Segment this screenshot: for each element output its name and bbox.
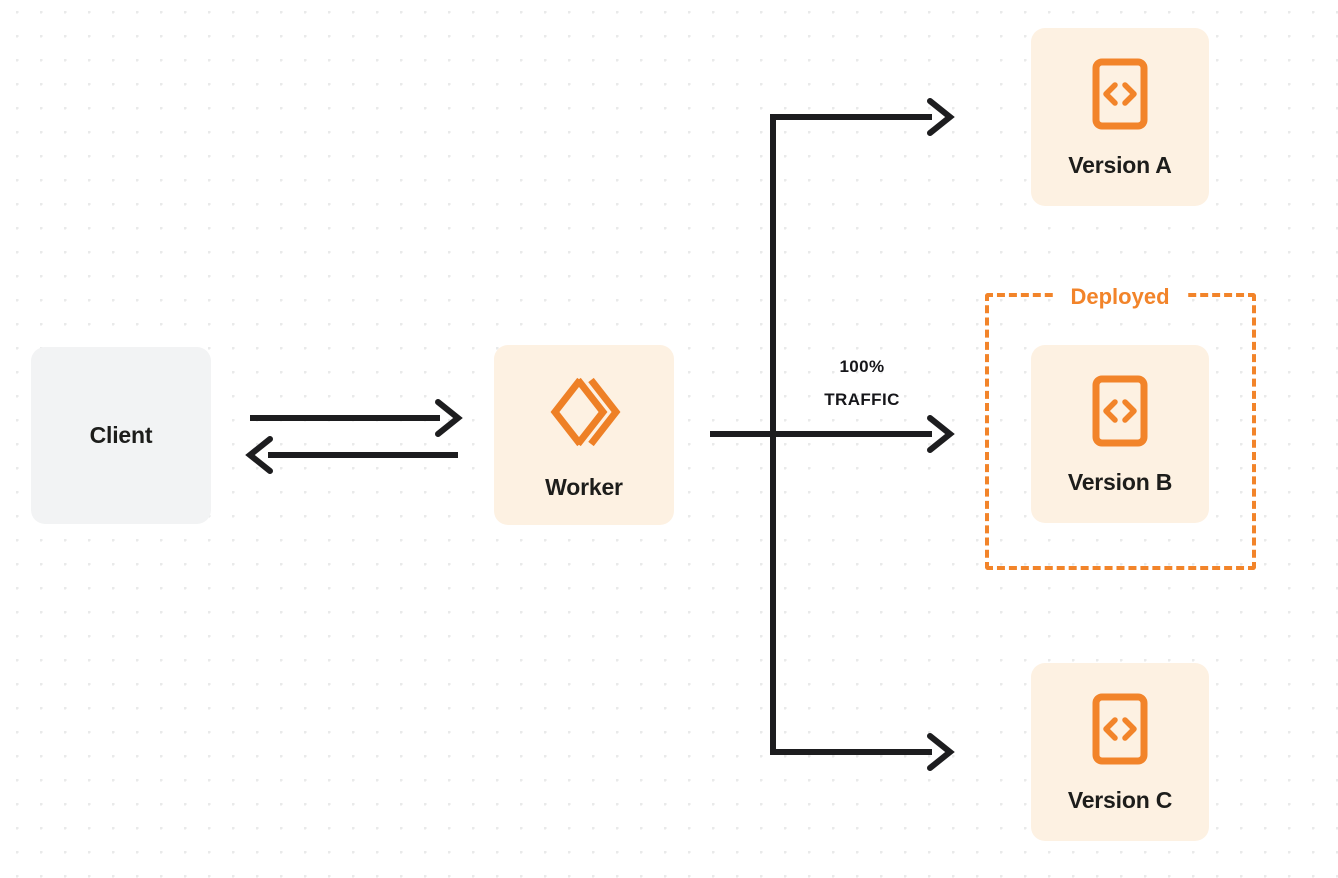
arrow-worker-to-version-c	[770, 733, 955, 771]
traffic-percent: 100%	[839, 357, 885, 376]
arrow-worker-to-version-a	[770, 98, 955, 136]
version-b-node[interactable]: Version B	[1031, 345, 1209, 523]
worker-label: Worker	[545, 473, 623, 500]
version-b-label: Version B	[1067, 469, 1173, 495]
client-node[interactable]: Client	[31, 347, 211, 524]
code-file-icon	[1091, 692, 1149, 771]
version-a-node[interactable]: Version A	[1031, 28, 1209, 206]
worker-node[interactable]: Worker	[494, 345, 674, 525]
code-file-icon	[1091, 57, 1149, 136]
version-c-node[interactable]: Version C	[1031, 663, 1209, 841]
cloudflare-workers-logo-icon	[544, 372, 624, 457]
version-a-label: Version A	[1068, 152, 1172, 178]
client-label: Client	[89, 422, 153, 448]
code-file-icon	[1091, 374, 1149, 453]
traffic-label: 100% TRAFFIC	[788, 350, 936, 416]
arrow-client-to-worker	[250, 399, 463, 437]
version-c-label: Version C	[1067, 787, 1173, 813]
traffic-word: TRAFFIC	[824, 390, 900, 409]
deployed-group-label: Deployed	[1055, 285, 1185, 309]
arrow-worker-to-version-b	[710, 415, 955, 453]
arrow-worker-to-client	[245, 436, 458, 474]
